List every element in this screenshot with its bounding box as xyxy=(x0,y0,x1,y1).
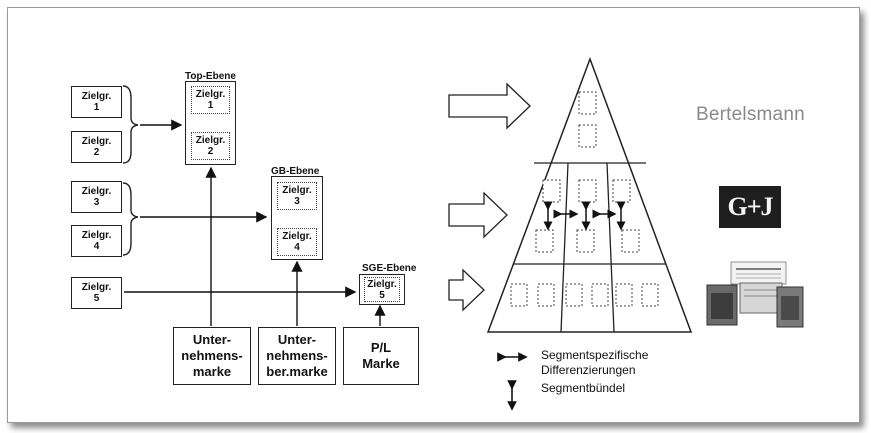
target-group-4: Zielgr. 4 xyxy=(71,225,122,257)
pyramid xyxy=(486,56,693,333)
level-gb-item-2: Zielgr. 4 xyxy=(277,228,317,256)
brand-product: P/L Marke xyxy=(343,327,419,385)
level-sge-label: SGE-Ebene xyxy=(362,263,417,274)
brand-division: Unter- nehmens- ber.marke xyxy=(258,327,336,385)
block-arrow-2 xyxy=(448,191,508,239)
legend-differentiation: Segmentspezifische Differenzierungen xyxy=(541,348,649,377)
block-arrow-3 xyxy=(448,268,485,312)
slide-frame xyxy=(7,7,860,423)
level-gb-label: GB-Ebene xyxy=(271,166,320,177)
magazines-icon xyxy=(706,261,804,328)
brace-gb xyxy=(122,182,139,256)
level-top-item-1: Zielgr. 1 xyxy=(191,86,230,114)
level-top-item-2: Zielgr. 2 xyxy=(191,132,230,160)
brand-corporate: Unter- nehmens- marke xyxy=(173,327,251,385)
legend-bundle: Segmentbündel xyxy=(541,381,626,395)
gj-logo: G+J xyxy=(719,186,781,228)
target-group-5: Zielgr. 5 xyxy=(71,277,122,309)
level-top-label: Top-Ebene xyxy=(185,71,236,82)
target-group-3: Zielgr. 3 xyxy=(71,181,122,213)
brace-top xyxy=(122,85,139,164)
target-group-2: Zielgr. 2 xyxy=(71,131,122,163)
block-arrow-1 xyxy=(448,82,531,130)
target-group-1: Zielgr. 1 xyxy=(71,86,122,118)
gj-logo-text: G+J xyxy=(727,192,773,221)
bertelsmann-logo: Bertelsmann xyxy=(696,104,805,125)
level-gb-item-1: Zielgr. 3 xyxy=(277,182,317,210)
level-sge-item-1: Zielgr. 5 xyxy=(364,277,400,302)
